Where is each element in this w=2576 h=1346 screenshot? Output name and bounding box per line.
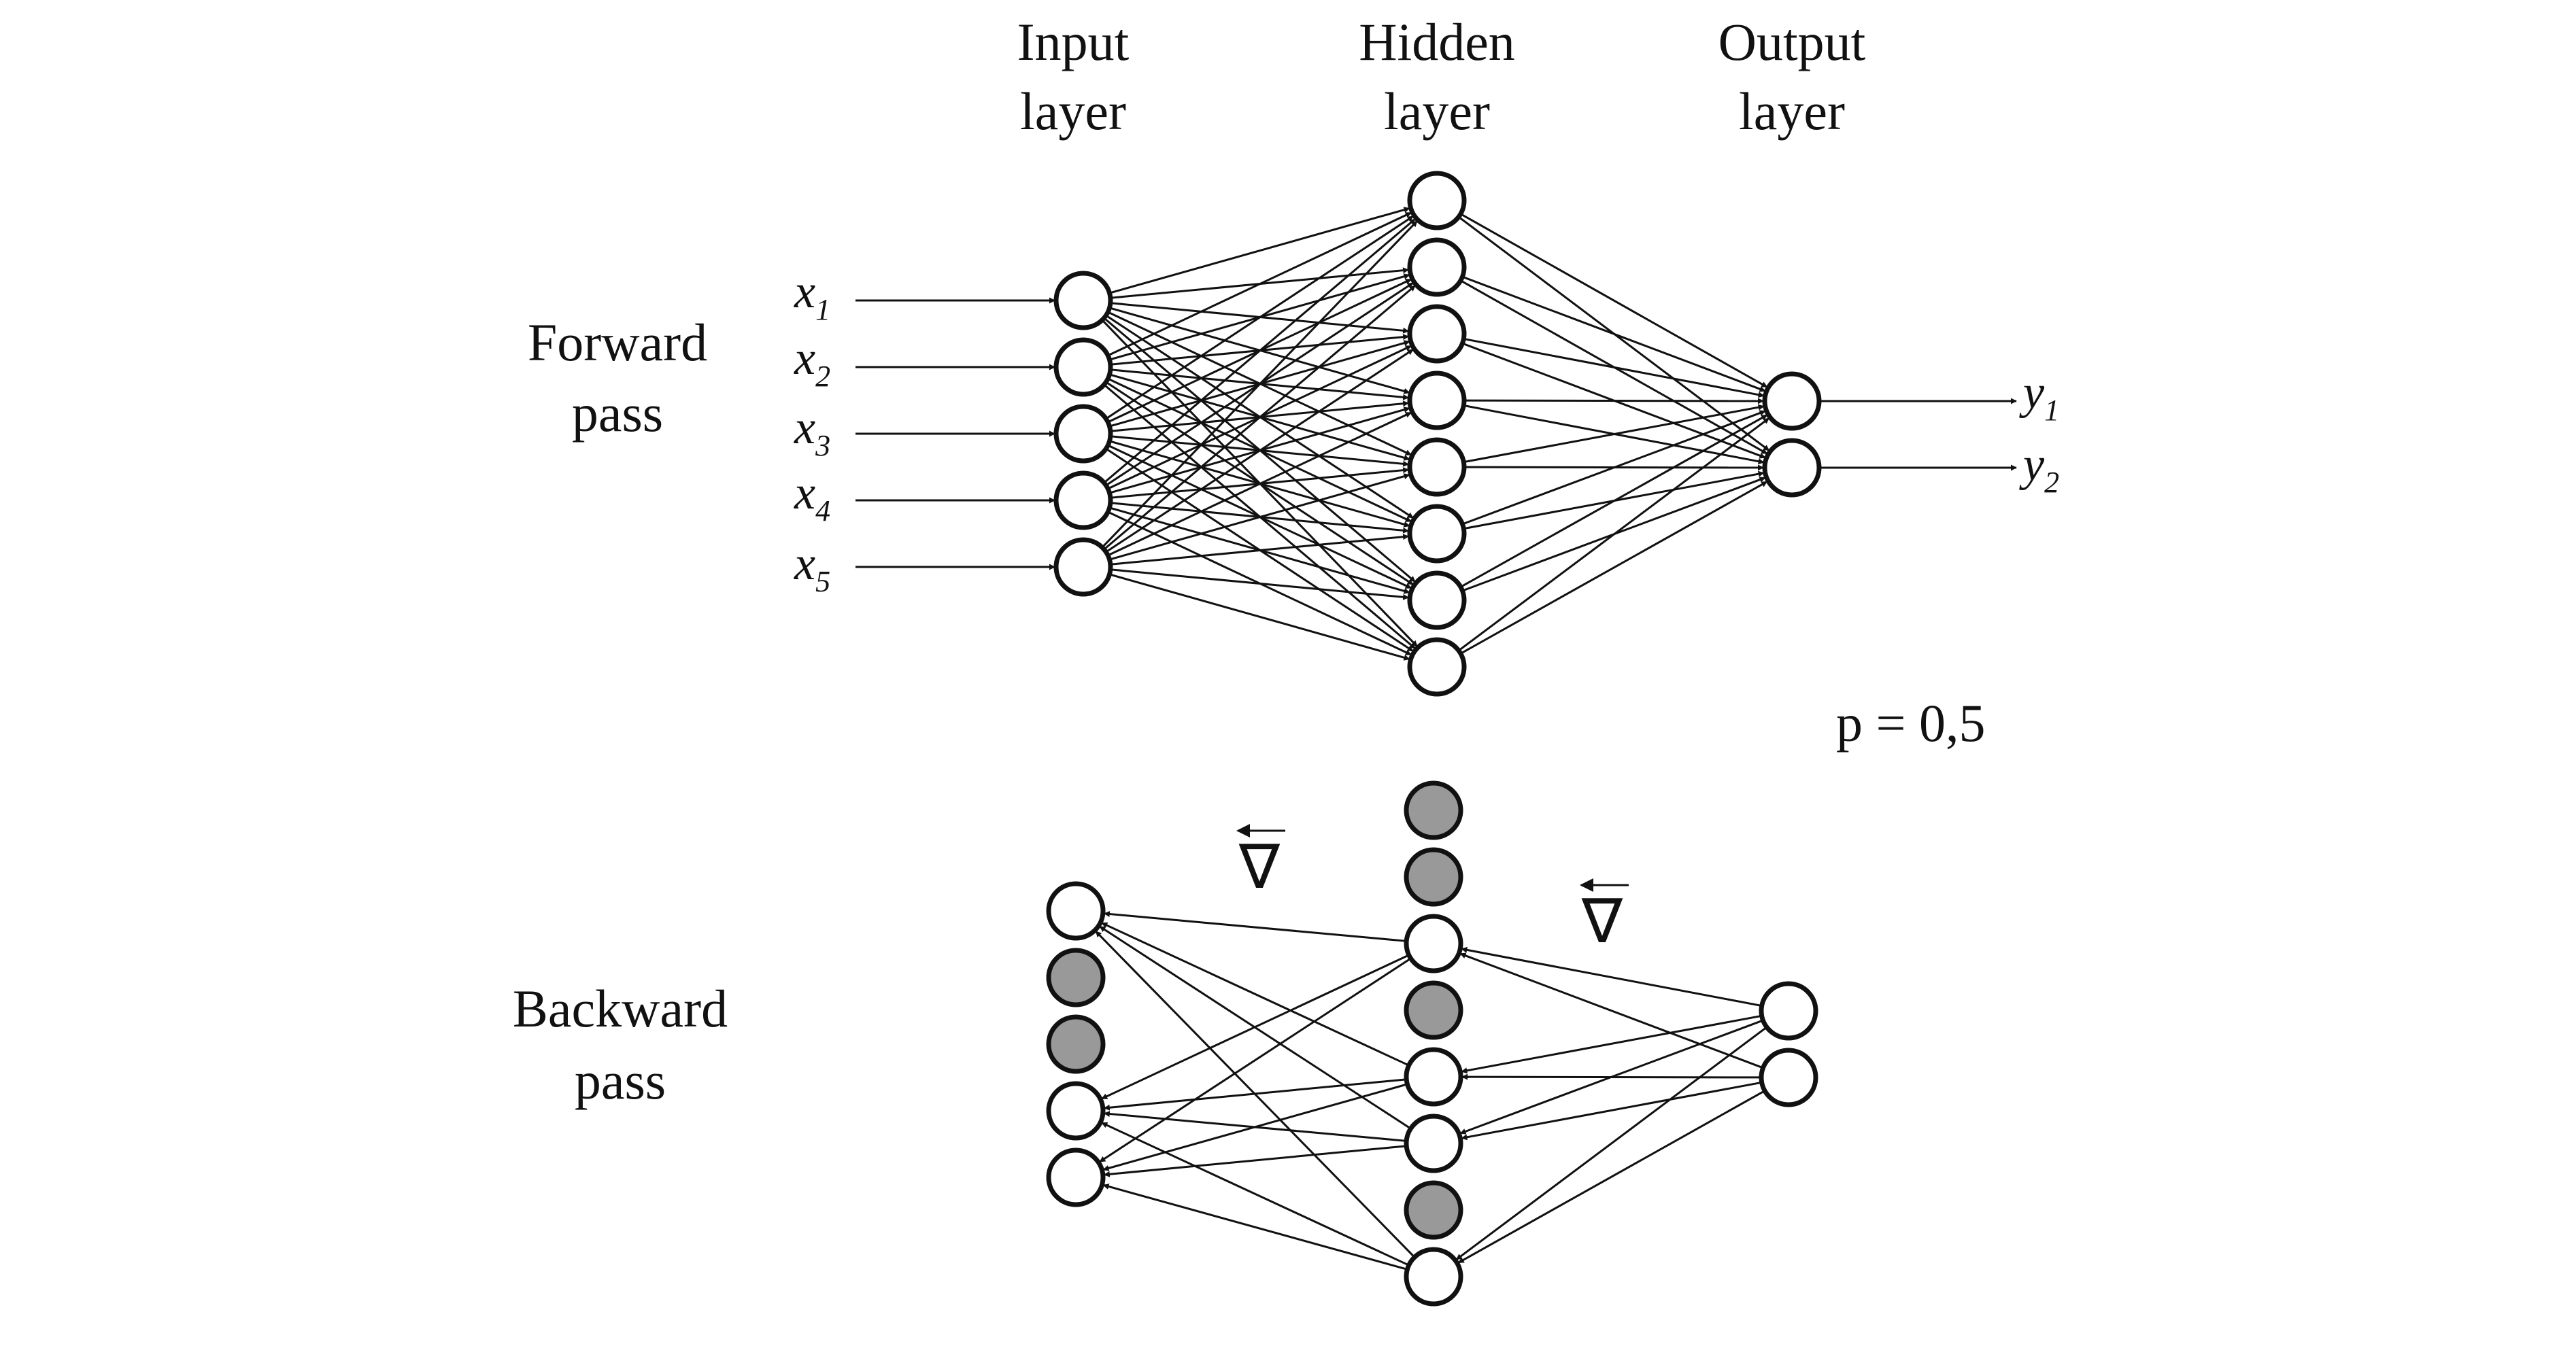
input-variable-x1: x1 bbox=[794, 266, 830, 326]
forward-input-node-5 bbox=[1053, 537, 1113, 597]
output-variable-y1: y1 bbox=[2019, 366, 2059, 427]
forward-edge-hidden3-output1 bbox=[1464, 338, 1765, 398]
network-edges bbox=[855, 207, 2017, 1271]
forward-edge-hidden2-output1 bbox=[1463, 276, 1766, 392]
forward-edge-input1-hidden1 bbox=[1111, 207, 1410, 294]
backward-hidden-node-6 bbox=[1404, 1114, 1463, 1173]
output-variable-y2: y2 bbox=[2019, 438, 2059, 499]
backward-pass-label-line1: Backward bbox=[513, 979, 728, 1038]
output-layer-label-line1: Output bbox=[1718, 12, 1866, 71]
output-variable-labels: y1 y2 bbox=[2019, 366, 2059, 499]
backward-edge-hidden5-input1 bbox=[1101, 922, 1408, 1066]
forward-hidden-node-5 bbox=[1407, 437, 1467, 497]
backward-edge-hidden6-input1 bbox=[1099, 925, 1410, 1129]
backward-hidden-node-1-dropped bbox=[1404, 780, 1463, 840]
forward-hidden-node-8 bbox=[1407, 637, 1467, 697]
forward-output-node-1 bbox=[1762, 371, 1822, 431]
backward-edge-output2-hidden8 bbox=[1457, 1090, 1765, 1264]
forward-input-node-2 bbox=[1053, 337, 1113, 397]
backward-input-node-5 bbox=[1046, 1147, 1106, 1207]
forward-hidden-node-1 bbox=[1407, 171, 1467, 230]
hidden-layer-label-line2: layer bbox=[1384, 82, 1490, 141]
backward-input-node-3-dropped bbox=[1046, 1014, 1106, 1074]
forward-edge-hidden1-output1 bbox=[1461, 213, 1768, 388]
backward-edge-hidden8-input5 bbox=[1102, 1184, 1406, 1271]
forward-pass-label-line2: pass bbox=[572, 383, 663, 443]
forward-pass-label-line1: Forward bbox=[528, 313, 707, 372]
backward-hidden-node-5 bbox=[1404, 1047, 1463, 1107]
forward-input-node-4 bbox=[1053, 470, 1113, 530]
backward-input-node-2-dropped bbox=[1046, 948, 1106, 1007]
input-layer-label-line1: Input bbox=[1017, 12, 1130, 71]
backward-input-node-4 bbox=[1046, 1081, 1106, 1141]
backward-edge-output2-hidden3 bbox=[1459, 952, 1763, 1069]
backward-edge-hidden3-input1 bbox=[1103, 911, 1406, 942]
gradient-symbol-left: ∇ bbox=[1238, 834, 1281, 901]
forward-hidden-node-3 bbox=[1407, 304, 1467, 364]
input-variable-x2: x2 bbox=[794, 332, 830, 393]
backward-edge-hidden6-input5 bbox=[1103, 1145, 1406, 1177]
forward-edge-hidden8-output2 bbox=[1461, 481, 1768, 654]
backward-hidden-node-2-dropped bbox=[1404, 847, 1463, 907]
forward-edge-input5-hidden4 bbox=[1108, 411, 1412, 556]
forward-edge-input3-hidden1 bbox=[1106, 215, 1414, 419]
backward-edge-output2-hidden6 bbox=[1461, 1082, 1761, 1141]
output-layer-label-line2: layer bbox=[1739, 82, 1845, 141]
input-layer-label-line2: layer bbox=[1020, 82, 1126, 141]
input-variable-x4: x4 bbox=[794, 467, 830, 528]
backward-edge-hidden8-input1 bbox=[1095, 930, 1414, 1258]
forward-edge-hidden5-output1 bbox=[1465, 404, 1765, 463]
forward-input-node-1 bbox=[1053, 271, 1113, 330]
forward-hidden-node-2 bbox=[1407, 237, 1467, 297]
forward-edge-hidden8-output1 bbox=[1459, 417, 1770, 651]
backward-input-node-1 bbox=[1046, 881, 1106, 941]
forward-edge-input5-hidden7 bbox=[1111, 568, 1410, 600]
backward-edge-output1-hidden8 bbox=[1455, 1026, 1767, 1261]
forward-hidden-node-6 bbox=[1407, 504, 1467, 564]
backward-hidden-node-3 bbox=[1404, 914, 1463, 973]
forward-edge-input5-hidden8 bbox=[1111, 573, 1410, 661]
forward-edge-hidden7-output1 bbox=[1461, 414, 1768, 587]
forward-edge-input2-hidden1 bbox=[1108, 211, 1412, 356]
forward-input-node-3 bbox=[1053, 404, 1113, 464]
backward-edge-hidden8-input4 bbox=[1101, 1122, 1408, 1266]
backward-edge-output1-hidden5 bbox=[1461, 1015, 1761, 1074]
hidden-layer-label-line1: Hidden bbox=[1359, 12, 1515, 71]
forward-edge-input5-hidden1 bbox=[1102, 220, 1418, 547]
forward-edge-hidden6-output1 bbox=[1463, 410, 1766, 525]
forward-edge-hidden4-output1 bbox=[1465, 398, 1764, 404]
input-variable-x5: x5 bbox=[794, 538, 830, 598]
network-nodes bbox=[1046, 171, 1822, 1307]
backward-hidden-node-8 bbox=[1404, 1247, 1463, 1307]
forward-edge-input4-hidden1 bbox=[1104, 218, 1416, 483]
dropout-probability-label: p = 0,5 bbox=[1836, 693, 1986, 753]
backward-edge-output1-hidden3 bbox=[1461, 946, 1761, 1007]
backward-output-node-2 bbox=[1759, 1048, 1818, 1107]
backward-hidden-node-7-dropped bbox=[1404, 1180, 1463, 1240]
forward-output-node-2 bbox=[1762, 438, 1822, 498]
forward-edge-input5-hidden2 bbox=[1104, 285, 1416, 549]
forward-edge-input5-hidden5 bbox=[1111, 473, 1410, 561]
forward-edge-input5-hidden3 bbox=[1106, 348, 1414, 553]
backward-output-node-1 bbox=[1759, 981, 1818, 1041]
backward-edge-hidden3-input5 bbox=[1099, 958, 1410, 1163]
forward-edge-input5-hidden6 bbox=[1111, 534, 1410, 566]
input-variable-x3: x3 bbox=[794, 402, 830, 462]
forward-hidden-node-7 bbox=[1407, 570, 1467, 630]
backward-pass-label-line2: pass bbox=[575, 1051, 666, 1110]
backward-edge-hidden6-input4 bbox=[1103, 1111, 1406, 1142]
forward-hidden-node-4 bbox=[1407, 370, 1467, 430]
input-variable-labels: x1 x2 x3 x4 x5 bbox=[794, 266, 830, 598]
backward-hidden-node-4-dropped bbox=[1404, 980, 1463, 1040]
gradient-symbol-right: ∇ bbox=[1581, 888, 1623, 956]
